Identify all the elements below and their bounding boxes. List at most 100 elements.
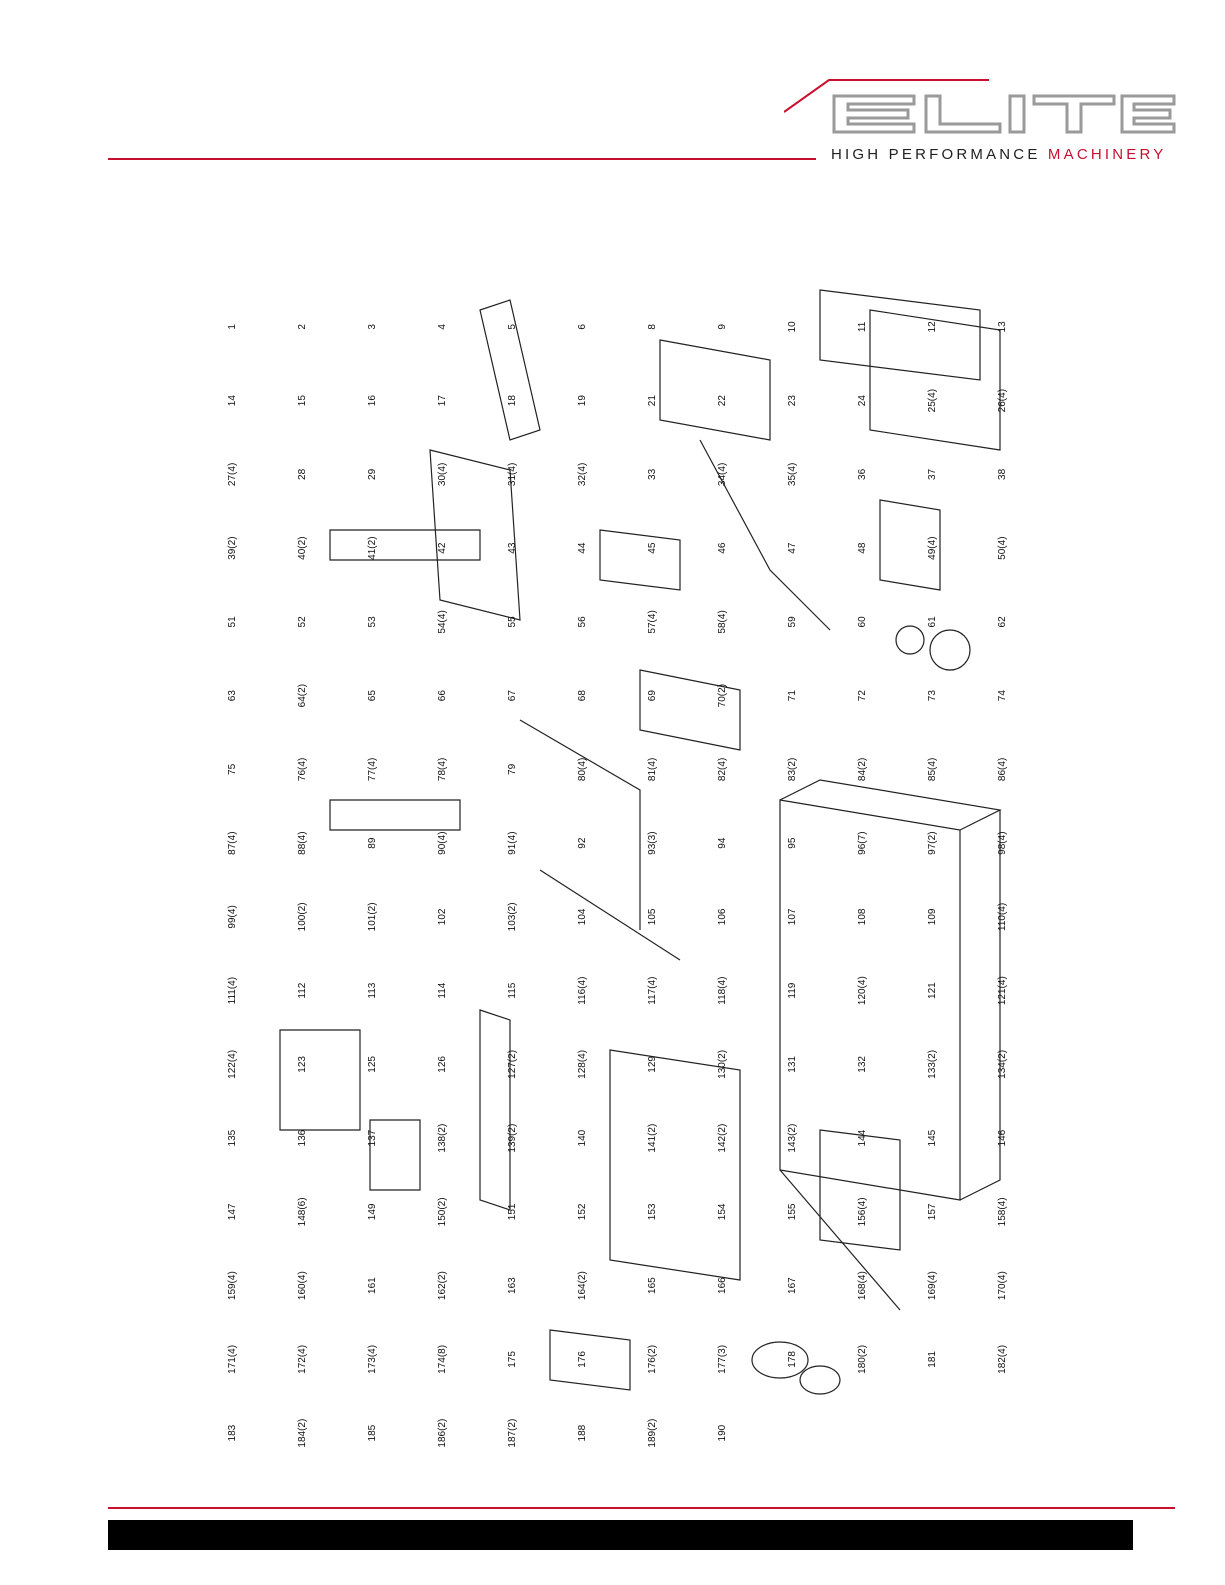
part-label: 23: [787, 395, 798, 407]
part-label: 40(2): [297, 536, 308, 559]
part-label: 24: [857, 395, 868, 407]
part-label: 159(4): [227, 1271, 238, 1300]
part-label: 28: [297, 468, 308, 480]
part-label: 126: [437, 1056, 448, 1073]
part-label: 180(2): [857, 1345, 868, 1374]
part-label: 32(4): [577, 463, 588, 486]
part-label: 113: [367, 982, 378, 998]
part-label: 27(4): [227, 463, 238, 486]
part-label: 39(2): [227, 536, 238, 559]
part-label: 147: [227, 1203, 238, 1220]
part-label: 100(2): [297, 902, 308, 931]
part-label: 55: [507, 616, 518, 628]
part-label: 152: [577, 1203, 588, 1220]
part-label: 12: [927, 321, 938, 333]
header-rule: [108, 158, 816, 160]
part-label: 37: [927, 468, 938, 480]
part-label: 148(6): [297, 1197, 308, 1226]
part-label: 70(2): [717, 684, 728, 707]
part-label: 71: [787, 690, 798, 702]
part-label: 170(4): [997, 1271, 1008, 1300]
part-label: 38: [997, 468, 1008, 480]
part-label: 47: [787, 542, 798, 554]
part-label: 53: [367, 616, 378, 628]
part-label: 156(4): [857, 1197, 868, 1226]
footer-rule: [108, 1507, 1175, 1509]
part-label: 89: [367, 837, 378, 849]
part-label: 18: [507, 395, 518, 407]
part-label: 29: [367, 468, 378, 480]
part-label: 120(4): [857, 976, 868, 1005]
part-label: 59: [787, 616, 798, 628]
part-label: 87(4): [227, 831, 238, 854]
part-label: 145: [927, 1129, 938, 1146]
part-label: 182(4): [997, 1345, 1008, 1374]
part-label: 61: [927, 616, 938, 628]
part-label: 177(3): [717, 1345, 728, 1374]
part-label: 146: [997, 1129, 1008, 1146]
part-label: 171(4): [227, 1345, 238, 1374]
part-label: 105: [647, 908, 658, 925]
part-label: 1: [227, 324, 238, 330]
part-label: 60: [857, 616, 868, 628]
part-label: 173(4): [367, 1345, 378, 1374]
part-label: 65: [367, 690, 378, 702]
part-label: 58(4): [717, 610, 728, 633]
part-label: 151: [507, 1203, 518, 1220]
part-label: 6: [577, 324, 588, 330]
part-label: 75: [227, 763, 238, 775]
part-label: 166: [717, 1277, 728, 1294]
part-label: 5: [507, 324, 518, 330]
part-label: 44: [577, 542, 588, 554]
part-label: 97(2): [927, 831, 938, 854]
part-label: 117(4): [647, 977, 658, 1005]
part-label: 26(4): [997, 389, 1008, 412]
part-label: 188: [577, 1424, 588, 1441]
part-label: 62: [997, 616, 1008, 628]
part-label: 190: [717, 1424, 728, 1441]
part-label: 95: [787, 837, 798, 849]
part-label: 141(2): [647, 1124, 658, 1153]
part-label: 128(4): [577, 1050, 588, 1079]
part-label: 110(4): [997, 903, 1008, 931]
part-label: 80(4): [577, 758, 588, 781]
part-label: 98(4): [997, 831, 1008, 854]
part-label: 149: [367, 1203, 378, 1220]
part-label: 25(4): [927, 389, 938, 412]
part-label: 176: [577, 1351, 588, 1368]
part-label: 41(2): [367, 536, 378, 559]
part-label: 84(2): [857, 758, 868, 781]
part-label: 88(4): [297, 831, 308, 854]
part-label: 112: [297, 982, 308, 998]
part-label: 140: [577, 1129, 588, 1146]
part-label: 77(4): [367, 758, 378, 781]
part-label: 111(4): [227, 977, 238, 1004]
part-label: 16: [367, 395, 378, 407]
part-label: 178: [787, 1351, 798, 1368]
part-label: 46: [717, 542, 728, 554]
part-label: 78(4): [437, 758, 448, 781]
part-label: 101(2): [367, 902, 378, 931]
part-label: 158(4): [997, 1197, 1008, 1226]
part-label: 168(4): [857, 1271, 868, 1300]
part-label: 82(4): [717, 758, 728, 781]
part-label: 13: [997, 321, 1008, 333]
part-label: 135: [227, 1129, 238, 1146]
part-label: 67: [507, 690, 518, 702]
part-label: 134(2): [997, 1050, 1008, 1079]
part-label: 137: [367, 1129, 378, 1146]
part-label: 116(4): [577, 977, 588, 1005]
part-label: 115: [507, 982, 518, 998]
part-label: 43: [507, 542, 518, 554]
part-label: 51: [227, 616, 238, 628]
part-label: 4: [437, 324, 448, 330]
part-label: 163: [507, 1277, 518, 1294]
part-label: 162(2): [437, 1271, 448, 1300]
part-label: 181: [927, 1351, 938, 1368]
part-label: 93(3): [647, 831, 658, 854]
part-label: 49(4): [927, 536, 938, 559]
part-label: 79: [507, 763, 518, 775]
part-label: 66: [437, 690, 448, 702]
part-label: 54(4): [437, 610, 448, 633]
